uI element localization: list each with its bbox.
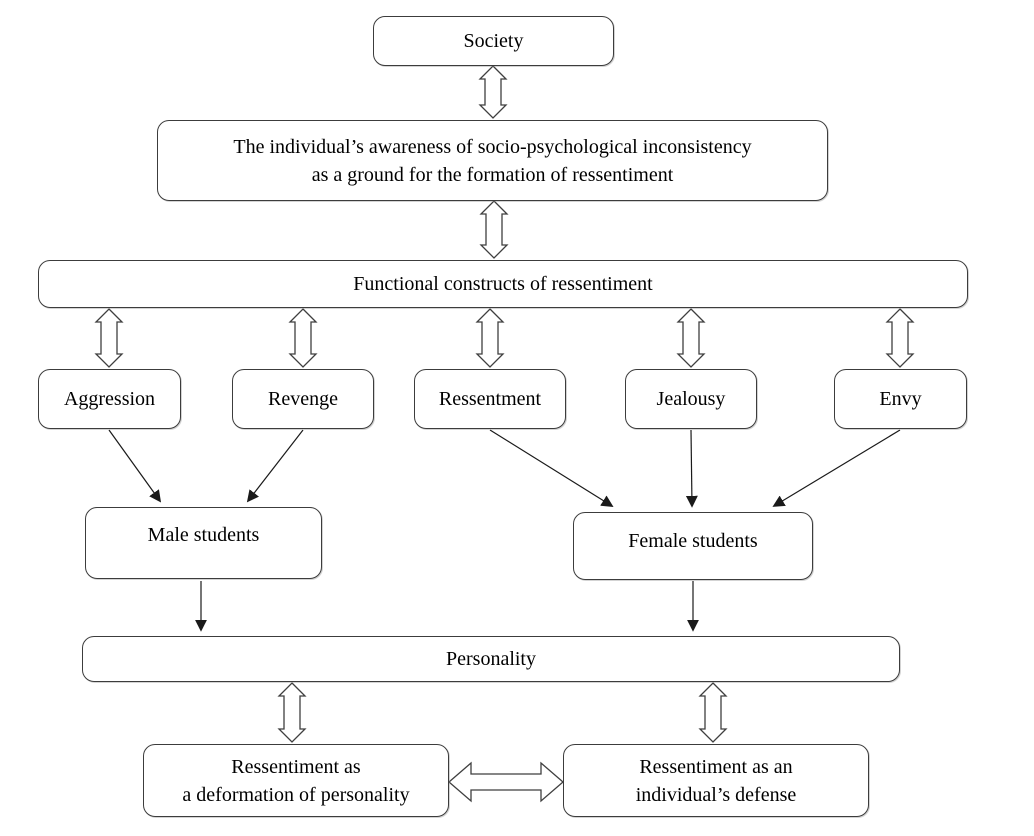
node-envy: Envy — [834, 369, 967, 429]
node-personality-label: Personality — [446, 648, 536, 670]
node-revenge-label: Revenge — [268, 388, 338, 410]
double-arrow-functional-revenge — [288, 308, 318, 368]
double-arrow-personality-deformation — [277, 682, 307, 743]
node-ressentiment-deformation: Ressentiment as a deformation of persona… — [143, 744, 449, 817]
node-functional-constructs: Functional constructs of ressentiment — [38, 260, 968, 308]
double-arrow-functional-ressentment — [475, 308, 505, 368]
node-male-students: Male students — [85, 507, 322, 579]
arrow-jealousy-female — [685, 429, 698, 508]
node-deformation-line1: Ressentiment as — [231, 755, 361, 778]
node-defense-line1: Ressentiment as an — [639, 755, 793, 778]
node-society-label: Society — [463, 30, 524, 52]
node-society: Society — [373, 16, 614, 66]
node-ressentment-label: Ressentment — [438, 388, 542, 410]
node-revenge: Revenge — [232, 369, 374, 429]
double-arrow-functional-aggression — [94, 308, 124, 368]
node-personality: Personality — [82, 636, 900, 682]
node-jealousy: Jealousy — [625, 369, 757, 429]
arrow-ressentment-female — [489, 429, 614, 507]
double-arrow-society-awareness — [478, 65, 508, 119]
node-functional-label: Functional constructs of ressentiment — [353, 273, 653, 295]
node-male-students-label: Male students — [147, 524, 260, 546]
arrow-revenge-male — [246, 429, 304, 503]
node-female-students-label: Female students — [628, 530, 758, 552]
node-jealousy-label: Jealousy — [656, 388, 726, 410]
node-awareness: The individual’s awareness of socio-psyc… — [157, 120, 828, 201]
node-ressentiment-defense: Ressentiment as an individual’s defense — [563, 744, 869, 817]
arrow-envy-female — [772, 429, 901, 507]
node-awareness-line2: as a ground for the formation of ressent… — [311, 163, 674, 186]
node-female-students: Female students — [573, 512, 813, 580]
double-arrow-deformation-defense — [448, 761, 564, 803]
node-deformation-line2: a deformation of personality — [182, 783, 410, 806]
node-ressentment: Ressentment — [414, 369, 566, 429]
node-envy-label: Envy — [879, 388, 922, 410]
double-arrow-personality-defense — [698, 682, 728, 743]
node-awareness-line1: The individual’s awareness of socio-psyc… — [233, 135, 752, 158]
node-defense-line2: individual’s defense — [635, 783, 797, 806]
double-arrow-functional-jealousy — [676, 308, 706, 368]
arrow-aggression-male — [108, 429, 162, 503]
double-arrow-functional-envy — [885, 308, 915, 368]
node-aggression-label: Aggression — [63, 388, 156, 410]
double-arrow-awareness-functional — [479, 200, 509, 259]
node-aggression: Aggression — [38, 369, 181, 429]
